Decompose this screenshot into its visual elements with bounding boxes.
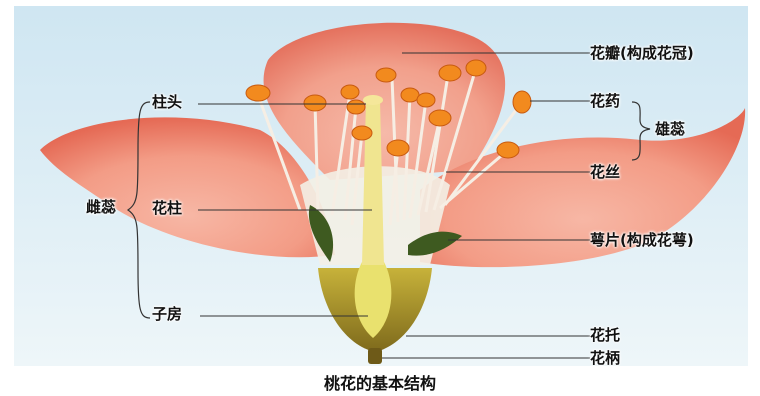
label-stigma: 柱头	[152, 93, 182, 111]
label-petal: 花瓣(构成花冠)	[590, 44, 694, 62]
label-anther: 花药	[590, 92, 620, 110]
label-filament: 花丝	[590, 163, 620, 181]
pedicel-shape	[368, 348, 382, 364]
label-style: 花柱	[152, 199, 182, 217]
diagram-caption: 桃花的基本结构	[0, 370, 760, 394]
label-ovary: 子房	[152, 305, 182, 323]
label-sepal: 萼片(构成花萼)	[590, 231, 694, 249]
label-receptacle: 花托	[590, 326, 620, 344]
label-pedicel: 花柄	[590, 349, 620, 367]
back-petal	[264, 23, 506, 180]
label-pistil: 雌蕊	[86, 198, 116, 216]
label-stamen: 雄蕊	[655, 120, 685, 138]
